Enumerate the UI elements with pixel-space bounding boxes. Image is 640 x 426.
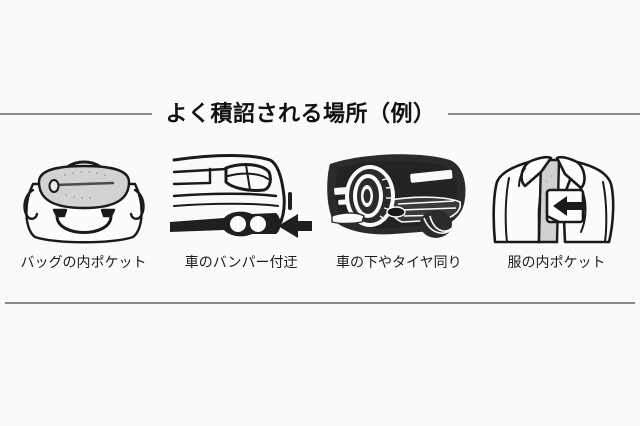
car-underbody-icon [327, 154, 466, 238]
item-underbody: 車の下やタイヤ同り [321, 138, 476, 271]
item-list: バッグの内ポケット [0, 138, 640, 288]
item-caption: バッグの内ポケット [20, 254, 147, 270]
jacket-icon [492, 155, 615, 244]
bottom-divider [5, 302, 635, 304]
page-title: よく積詔される場所（例） [165, 101, 436, 126]
heading-rule-right [447, 113, 640, 115]
item-caption: 車のバンパー付迂 [184, 254, 298, 270]
item-caption: 車の下やタイヤ同り [336, 254, 462, 270]
arrow-left-icon [278, 214, 313, 238]
item-jacket: 服の内ポケット [479, 138, 634, 271]
handbag-icon [22, 160, 145, 244]
item-bag: バッグの内ポケット [6, 138, 161, 271]
heading-row: よく積詔される場所（例） [0, 96, 640, 132]
arrow-left-icon [553, 196, 586, 216]
item-bumper: 車のバンパー付迂 [164, 138, 319, 271]
car-rear-bumper-icon [170, 154, 313, 238]
heading-rule-left [0, 113, 152, 115]
item-caption: 服の内ポケット [507, 254, 606, 270]
